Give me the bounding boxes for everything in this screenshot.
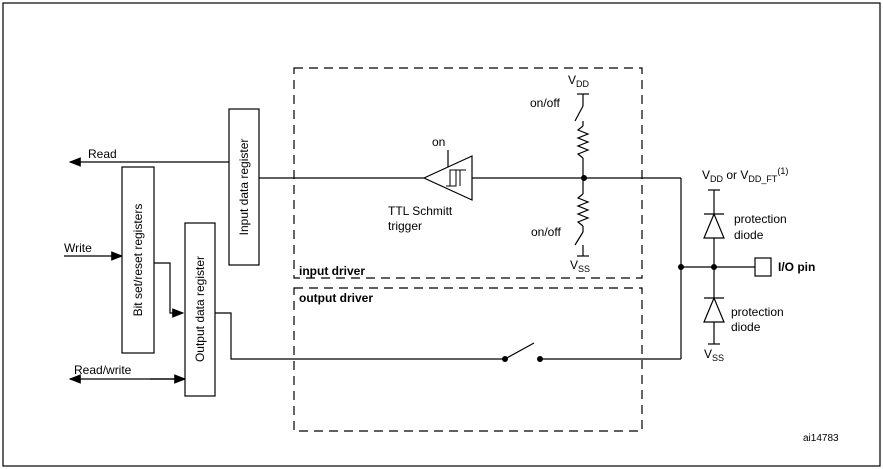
bottom-protection-diode (703, 296, 725, 323)
input-driver-label: input driver (299, 264, 365, 278)
input-data-register (228, 108, 260, 266)
pulldown-resistor (576, 193, 590, 227)
protection-bot-label-1: protection (731, 305, 784, 319)
pullup-switch (574, 105, 584, 122)
output-switch (504, 342, 535, 360)
read-label: Read (88, 147, 117, 161)
protection-top-label-1: protection (734, 212, 787, 226)
ttl-label-2: trigger (388, 219, 422, 233)
output-data-register (184, 222, 216, 397)
figure-id: ai14783 (803, 433, 839, 444)
pullup-resistor (576, 125, 590, 159)
pulldown-switch (574, 231, 584, 246)
top-protection-diode (703, 212, 725, 239)
bit-set-reset-registers (121, 166, 155, 354)
output-line (215, 312, 505, 360)
input-driver-box (293, 67, 643, 279)
on-off-top-label: on/off (530, 96, 560, 110)
ttl-label-1: TTL Schmitt (388, 204, 453, 218)
protection-top-label-2: diode (734, 228, 764, 242)
bitset-to-output-wire (154, 262, 185, 318)
on-off-bottom-label: on/off (531, 225, 561, 239)
vss-label: VSS (570, 258, 590, 274)
io-pin-box (754, 257, 772, 277)
output-data-register-label: Output data register (193, 256, 207, 362)
bit-set-reset-label: Bit set/reset registers (131, 204, 145, 317)
output-driver-box (293, 287, 643, 432)
read-write-label: Read/write (74, 363, 132, 377)
input-data-register-label: Input data register (237, 139, 251, 236)
vdd-label: VDD (568, 73, 590, 89)
output-driver-label: output driver (299, 291, 373, 305)
trigger-on-label: on (432, 135, 445, 149)
io-pin-label: I/O pin (778, 260, 815, 274)
vdd-ft-label: VDD or VDD_FT(1) (702, 166, 788, 184)
protection-bot-label-2: diode (731, 320, 761, 334)
vss-right-label: VSS (704, 347, 724, 363)
hysteresis-icon (446, 169, 466, 187)
write-label: Write (64, 241, 92, 255)
